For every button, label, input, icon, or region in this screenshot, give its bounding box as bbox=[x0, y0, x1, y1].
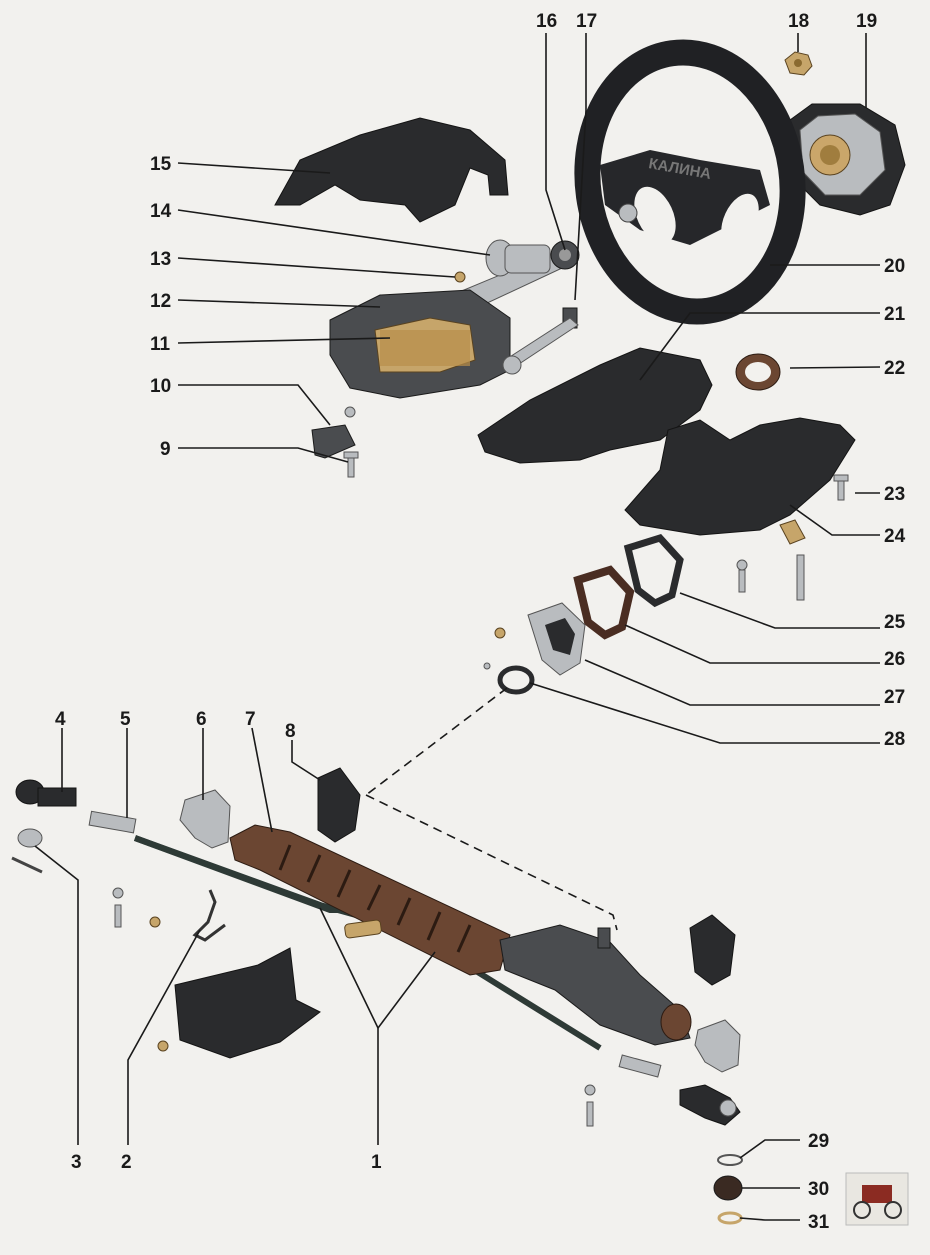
label-31: 31 bbox=[808, 1212, 830, 1233]
part-27-plate bbox=[527, 602, 586, 676]
part-31-washer bbox=[717, 1211, 743, 1225]
part-18-nut bbox=[784, 51, 813, 76]
label-25: 25 bbox=[884, 612, 906, 633]
part-20-steering-wheel: КАЛИНА bbox=[574, 39, 806, 325]
part-tie-rod-end-right bbox=[584, 1054, 741, 1127]
label-12: 12 bbox=[150, 291, 171, 312]
part-6-clamp bbox=[179, 789, 231, 849]
label-14: 14 bbox=[150, 201, 172, 222]
part-27-washer bbox=[483, 662, 491, 670]
label-9: 9 bbox=[160, 439, 171, 460]
part-26-seal bbox=[573, 565, 635, 640]
label-24: 24 bbox=[884, 526, 906, 547]
part-24-lower-cover bbox=[624, 417, 856, 536]
part-24-fasteners bbox=[736, 519, 806, 601]
number-labels: 16 17 18 19 15 14 13 12 11 10 9 20 21 22… bbox=[55, 11, 906, 1233]
leader-lines bbox=[34, 33, 881, 1221]
label-11: 11 bbox=[150, 334, 171, 355]
part-bracket-right bbox=[689, 914, 736, 986]
label-17: 17 bbox=[576, 11, 597, 32]
part-10-bracket bbox=[311, 406, 356, 459]
label-20: 20 bbox=[884, 256, 905, 277]
label-26: 26 bbox=[884, 649, 905, 670]
part-heat-shield bbox=[174, 947, 321, 1059]
label-2: 2 bbox=[121, 1152, 132, 1173]
label-13: 13 bbox=[150, 249, 171, 270]
label-29: 29 bbox=[808, 1131, 829, 1152]
part-9-bolt bbox=[343, 451, 359, 478]
label-22: 22 bbox=[884, 358, 905, 379]
assembly-guide-lines bbox=[365, 687, 618, 931]
label-3: 3 bbox=[71, 1152, 82, 1173]
part-29-ring bbox=[717, 1154, 743, 1166]
label-5: 5 bbox=[120, 709, 131, 730]
part-column-assembly bbox=[329, 239, 580, 399]
part-30-ball bbox=[713, 1175, 743, 1201]
part-clamp-right bbox=[694, 1019, 741, 1073]
part-28-o-ring bbox=[497, 665, 535, 695]
label-21: 21 bbox=[884, 304, 906, 325]
label-16: 16 bbox=[536, 11, 557, 32]
part-5-sleeve bbox=[88, 810, 137, 834]
label-28: 28 bbox=[884, 729, 905, 750]
label-4: 4 bbox=[55, 709, 66, 730]
part-27-nut bbox=[494, 627, 506, 639]
part-23-screw bbox=[833, 474, 849, 501]
part-15-upper-shroud bbox=[274, 117, 509, 223]
part-4-tie-rod-end bbox=[15, 779, 77, 807]
label-19: 19 bbox=[856, 11, 877, 32]
label-8: 8 bbox=[285, 721, 296, 742]
label-23: 23 bbox=[884, 484, 905, 505]
label-1: 1 bbox=[371, 1152, 382, 1173]
part-3-nut bbox=[11, 828, 43, 874]
part-fasteners-left bbox=[112, 887, 169, 1052]
logo-car-thumbnail bbox=[845, 1172, 909, 1226]
part-25-seal bbox=[623, 533, 684, 608]
label-30: 30 bbox=[808, 1179, 829, 1200]
part-19-horn-pad bbox=[789, 103, 906, 216]
part-21-lower-shroud bbox=[477, 347, 713, 464]
label-27: 27 bbox=[884, 687, 905, 708]
label-10: 10 bbox=[150, 376, 171, 397]
part-22-ring bbox=[735, 353, 781, 391]
label-7: 7 bbox=[245, 709, 256, 730]
part-1-rack-assembly bbox=[133, 824, 692, 1051]
part-8-bracket bbox=[317, 767, 361, 843]
part-2-clip bbox=[192, 889, 226, 942]
label-18: 18 bbox=[788, 11, 809, 32]
label-6: 6 bbox=[196, 709, 207, 730]
label-15: 15 bbox=[150, 154, 172, 175]
